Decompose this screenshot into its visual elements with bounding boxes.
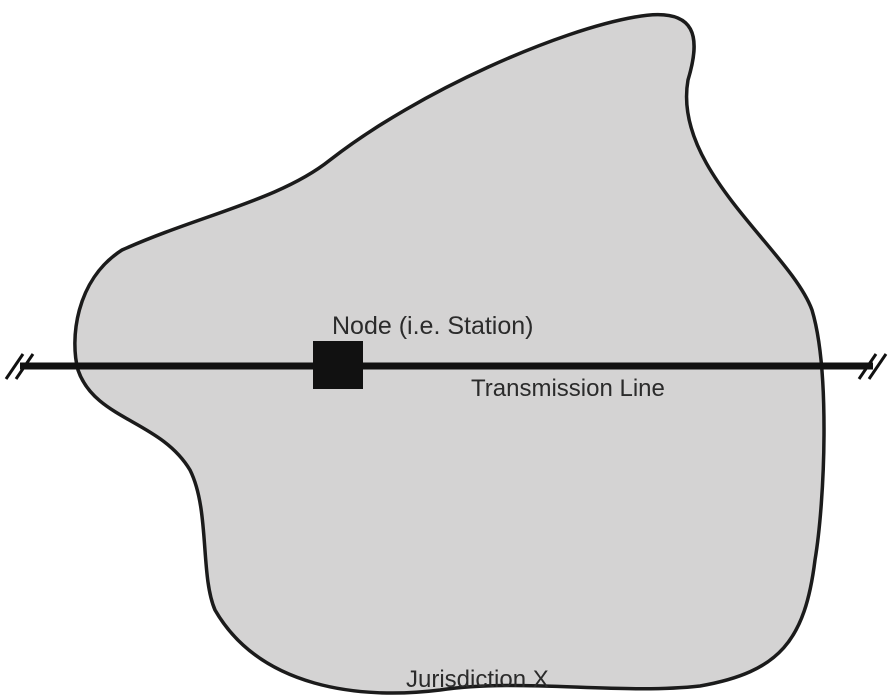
left-break-mark bbox=[4, 353, 35, 380]
right-break-mark bbox=[857, 353, 888, 380]
node-square bbox=[313, 341, 363, 389]
jurisdiction-region bbox=[73, 12, 826, 695]
node-label: Node (i.e. Station) bbox=[332, 312, 534, 340]
jurisdiction-label: Jurisdiction X bbox=[406, 666, 549, 693]
transmission-line-label: Transmission Line bbox=[471, 375, 665, 402]
